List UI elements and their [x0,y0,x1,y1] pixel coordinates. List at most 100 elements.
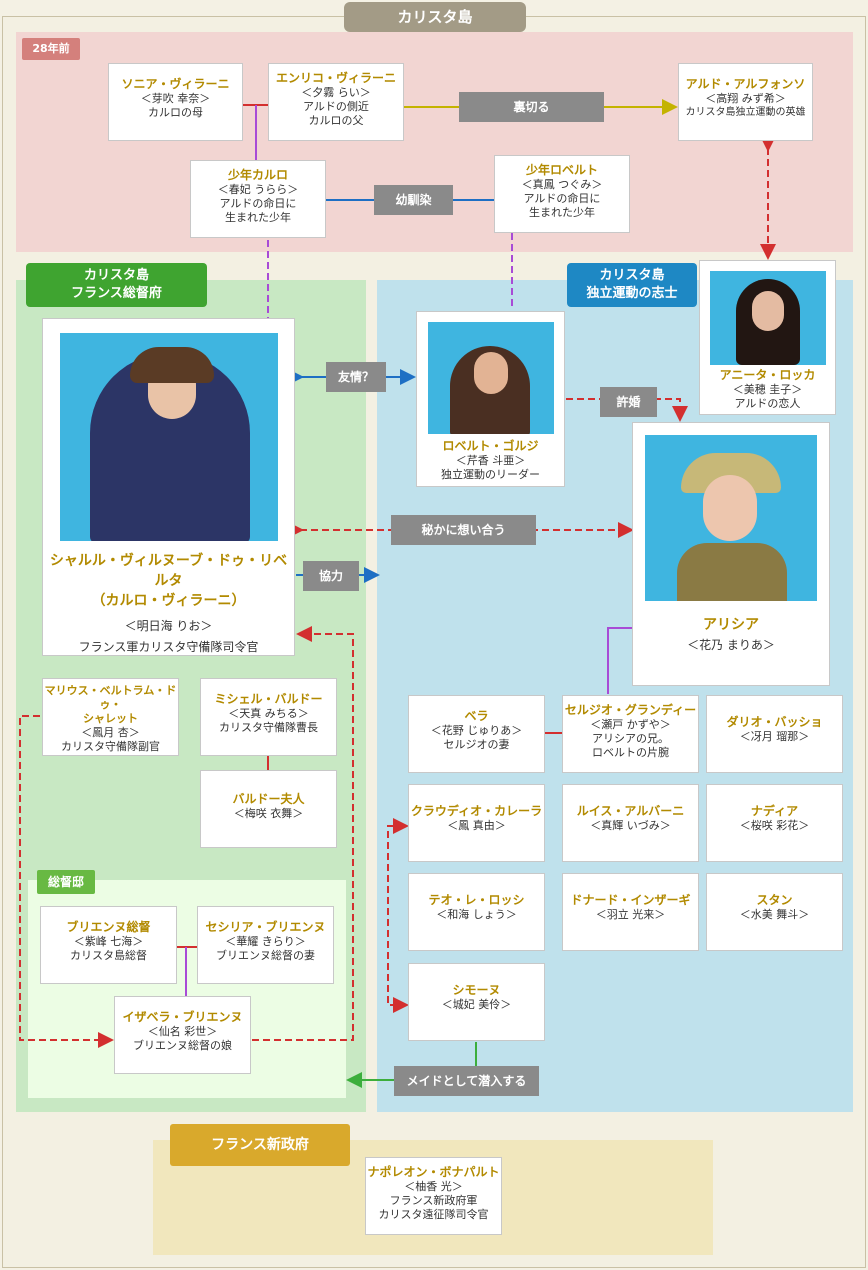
actor: ＜花乃 まりあ＞ [687,638,775,652]
actor: ＜冴月 瑠那＞ [739,730,810,743]
actor: ＜春妃 うらら＞ [217,183,299,196]
label-cooperate: 協力 [303,561,359,591]
france-gov-label-text: カリスタ島 フランス総督府 [71,268,162,301]
actor: ＜柚香 光＞ [404,1180,463,1193]
card-young-carlo[interactable]: 少年カルロ ＜春妃 うらら＞ アルドの命日に 生まれた少年 [190,160,326,238]
page-title: カリスタ島 [344,2,526,32]
card-enrico[interactable]: エンリコ・ヴィラーニ ＜夕霧 らい＞ アルドの側近 カルロの父 [268,63,404,141]
name: ソニア・ヴィラーニ [121,77,230,91]
actor: ＜美穂 圭子＞ [732,383,803,396]
note: アルドの恋人 [734,397,801,410]
card-mme-bardot[interactable]: バルドー夫人 ＜梅咲 衣舞＞ [200,770,337,848]
actor: ＜真輝 いづみ＞ [590,819,671,832]
note: ブリエンヌ総督の妻 [216,949,315,962]
actor: ＜梅咲 衣舞＞ [233,807,304,820]
card-brienne[interactable]: ブリエンヌ総督 ＜紫峰 七海＞ カリスタ島総督 [40,906,177,984]
actor: ＜羽立 光来＞ [595,908,666,921]
card-claudio[interactable]: クラウディオ・カレーラ ＜鳳 真由＞ [408,784,545,862]
actor: ＜鳳月 杏＞ [81,726,140,739]
card-marius[interactable]: マリウス・ベルトラム・ドゥ・ シャレット ＜鳳月 杏＞ カリスタ守備隊副官 [42,678,179,756]
card-roberto[interactable]: ロベルト・ゴルジ ＜芹香 斗亜＞ 独立運動のリーダー [416,311,565,487]
actor: ＜花野 じゅりあ＞ [430,724,523,737]
alicia-face [703,475,757,541]
label-friendship: 友情？ [326,362,386,392]
name: アリシア [703,617,759,633]
label-engaged: 許婚 [600,387,657,417]
card-aldo[interactable]: アルド・アルフォンソ ＜高翔 みず希＞ カリスタ島独立運動の英雄 [678,63,813,141]
note: カルロの母 [148,106,203,119]
card-luis[interactable]: ルイス・アルバーニ ＜真輝 いづみ＞ [562,784,699,862]
card-charles[interactable]: シャルル・ヴィルヌーブ・ドゥ・リベルタ （カルロ・ヴィラーニ） ＜明日海 りお＞… [42,318,295,656]
actor: ＜夕霧 らい＞ [301,86,371,99]
name: マリウス・ベルトラム・ドゥ・ [44,684,177,711]
section-france-gov-label: カリスタ島 フランス総督府 [26,263,207,307]
note: ブリエンヌ総督の娘 [133,1039,232,1052]
card-anita[interactable]: アニータ・ロッカ ＜美穂 圭子＞ アルドの恋人 [699,260,836,415]
name: ナディア [750,804,799,818]
charles-photo [60,333,278,541]
note: 生まれた少年 [529,206,595,219]
actor: ＜瀬戸 かずや＞ [590,718,671,731]
note: アルドの命日に [523,192,601,205]
note: アルドの側近 [303,100,369,113]
name: エンリコ・ヴィラーニ [275,71,396,85]
name: アルド・アルフォンソ [685,77,806,91]
name: ブリエンヌ総督 [66,920,151,934]
name: セルジオ・グランディー [564,703,697,717]
charles-name2: （カルロ・ヴィラーニ） [91,593,246,609]
actor: ＜真鳳 つぐみ＞ [521,178,603,191]
card-young-roberto[interactable]: 少年ロベルト ＜真鳳 つぐみ＞ アルドの命日に 生まれた少年 [494,155,630,233]
name: ナポレオン・ボナパルト [367,1165,500,1179]
roberto-face [474,352,508,394]
actor: ＜明日海 りお＞ [124,619,213,633]
name: シモーヌ [452,983,501,997]
actor: ＜水美 舞斗＞ [739,908,810,921]
actor: ＜芹香 斗亜＞ [455,454,526,467]
actor: ＜芽吹 幸奈＞ [140,92,211,105]
note: カルロの父 [308,114,364,127]
note: セルジオの妻 [443,738,510,751]
note: カリスタ島総督 [70,949,147,962]
card-sergio[interactable]: セルジオ・グランディー ＜瀬戸 かずや＞ アリシアの兄。 ロベルトの片腕 [562,695,699,773]
name: ベラ [464,709,489,723]
card-nadia[interactable]: ナディア ＜桜咲 彩花＞ [706,784,843,862]
anita-face [752,291,784,331]
note: カリスタ守備隊副官 [61,740,160,753]
note: 独立運動のリーダー [441,468,540,481]
name: テオ・レ・ロッシ [428,893,525,907]
name: ロベルト・ゴルジ [442,439,539,453]
card-teo[interactable]: テオ・レ・ロッシ ＜和海 しょう＞ [408,873,545,951]
note: アルドの命日に [219,197,297,210]
note: カリスタ守備隊曹長 [219,721,318,734]
card-isabella[interactable]: イザベラ・ブリエンヌ ＜仙名 彩世＞ ブリエンヌ総督の娘 [114,996,251,1074]
section-independence-label: カリスタ島 独立運動の志士 [567,263,697,307]
actor: ＜鳳 真由＞ [447,819,506,832]
note: フランス軍カリスタ守備隊司令官 [78,640,259,654]
independence-label-text: カリスタ島 独立運動の志士 [586,268,678,301]
card-donard[interactable]: ドナード・インザーギ ＜羽立 光来＞ [562,873,699,951]
name: ミシェル・バルドー [214,692,323,706]
charles-hair [130,347,214,383]
card-stan[interactable]: スタン ＜水美 舞斗＞ [706,873,843,951]
card-dario[interactable]: ダリオ・バッショ ＜冴月 瑠那＞ [706,695,843,773]
name: 少年カルロ [227,168,288,182]
card-sonia[interactable]: ソニア・ヴィラーニ ＜芽吹 幸奈＞ カルロの母 [108,63,243,141]
alicia-photo [645,435,817,601]
note: カリスタ島独立運動の英雄 [685,107,806,118]
card-michel[interactable]: ミシェル・バルドー ＜天真 みちる＞ カリスタ守備隊曹長 [200,678,337,756]
card-simone[interactable]: シモーヌ ＜城妃 美伶＞ [408,963,545,1041]
actor: ＜紫峰 七海＞ [73,935,144,948]
card-alicia[interactable]: アリシア ＜花乃 まりあ＞ [632,422,830,686]
section-new-gov-label: フランス新政府 [170,1124,350,1166]
label-secret-love: 秘かに想い合う [391,515,536,545]
name: イザベラ・ブリエンヌ [122,1010,243,1024]
card-napoleon[interactable]: ナポレオン・ボナパルト ＜柚香 光＞ フランス新政府軍 カリスタ遠征隊司令官 [365,1157,502,1235]
section-residence-label: 総督邸 [37,870,95,894]
label-childhood: 幼馴染 [374,185,453,215]
actor: ＜天真 みちる＞ [228,707,309,720]
card-bella[interactable]: ベラ ＜花野 じゅりあ＞ セルジオの妻 [408,695,545,773]
card-cecilia[interactable]: セシリア・ブリエンヌ ＜華耀 きらり＞ ブリエンヌ総督の妻 [197,906,334,984]
name: クラウディオ・カレーラ [410,804,543,818]
name: セシリア・ブリエンヌ [205,920,326,934]
